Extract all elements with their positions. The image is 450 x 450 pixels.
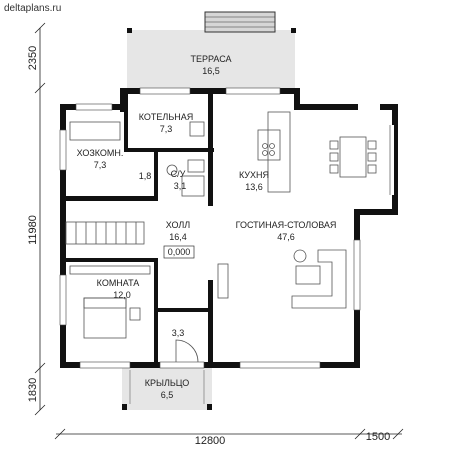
interior-fill bbox=[66, 94, 392, 362]
tv-cabinet bbox=[217, 263, 229, 299]
wall-boiler-left bbox=[124, 94, 128, 152]
sofa bbox=[291, 249, 347, 309]
room-name-bath: С/У bbox=[171, 169, 186, 179]
coffee-table bbox=[295, 265, 321, 285]
room-name-kitchen: КУХНЯ bbox=[239, 170, 269, 180]
utility-bench bbox=[69, 121, 121, 141]
wall-hall-left-bottom bbox=[66, 258, 158, 262]
boiler-unit bbox=[189, 121, 205, 137]
room-area-boiler: 7,3 bbox=[160, 124, 173, 134]
porch-post-right bbox=[207, 404, 212, 410]
room-name-living: ГОСТИНАЯ-СТОЛОВАЯ bbox=[236, 220, 337, 230]
dimension-bottom-height: 1830 bbox=[27, 378, 39, 402]
wardrobe bbox=[69, 265, 151, 275]
shower-icon bbox=[181, 175, 205, 197]
wall-vestibule-right bbox=[208, 280, 213, 362]
room-area-utility: 7,3 bbox=[94, 160, 107, 170]
wall-utility-bottom bbox=[66, 196, 156, 201]
bed bbox=[83, 297, 127, 339]
porch-post-left bbox=[122, 404, 127, 410]
staircase bbox=[65, 221, 145, 245]
wall-bath-left bbox=[154, 152, 158, 201]
room-name-hall: ХОЛЛ bbox=[166, 220, 191, 230]
terrace-area bbox=[127, 30, 295, 92]
armchair-icon bbox=[293, 249, 307, 263]
room-area-living: 47,6 bbox=[277, 232, 295, 242]
level-marker-box bbox=[163, 245, 195, 259]
room-name-terrace: ТЕРРАСА bbox=[190, 54, 231, 64]
dimension-extra-width: 1500 bbox=[366, 431, 390, 443]
floor-level-mark: 0,000 bbox=[168, 247, 191, 257]
dining-bay bbox=[352, 110, 386, 192]
site-watermark: deltaplans.ru bbox=[4, 3, 61, 14]
dimension-width: 12800 bbox=[195, 435, 226, 447]
kitchen-counter bbox=[267, 111, 291, 193]
room-area-corridor: 1,8 bbox=[139, 171, 152, 181]
room-area-bath: 3,1 bbox=[174, 181, 187, 191]
kitchen-island bbox=[257, 129, 281, 161]
dining-table bbox=[329, 136, 377, 178]
room-area-terrace: 16,5 bbox=[202, 66, 220, 76]
toilet-icon bbox=[166, 164, 178, 176]
wall-vestibule-top bbox=[158, 308, 208, 312]
room-name-boiler: КОТЕЛЬНАЯ bbox=[139, 112, 193, 122]
porch-area bbox=[122, 368, 212, 410]
terrace-post-right bbox=[291, 28, 296, 33]
wall-boiler-bottom bbox=[124, 148, 214, 152]
room-area-kitchen: 13,6 bbox=[245, 182, 263, 192]
room-area-vestibule: 3,3 bbox=[172, 328, 185, 338]
room-area-porch: 6,5 bbox=[161, 390, 174, 400]
room-area-hall: 16,4 bbox=[169, 232, 187, 242]
entrance-door bbox=[175, 339, 199, 363]
room-name-utility: ХОЗКОМН. bbox=[77, 148, 124, 158]
dimension-top-height: 2350 bbox=[27, 46, 39, 70]
wall-utility-right-stub bbox=[120, 104, 126, 112]
sink-icon bbox=[187, 159, 205, 173]
dimension-main-height: 11980 bbox=[27, 215, 39, 245]
nightstand bbox=[129, 307, 141, 321]
room-name-bedroom: КОМНАТА bbox=[97, 278, 140, 288]
wall-bedroom-right bbox=[154, 262, 158, 362]
terrace-post-left bbox=[127, 28, 132, 33]
room-area-bedroom: 12,0 bbox=[113, 290, 131, 300]
room-name-porch: КРЫЛЬЦО bbox=[145, 378, 190, 388]
